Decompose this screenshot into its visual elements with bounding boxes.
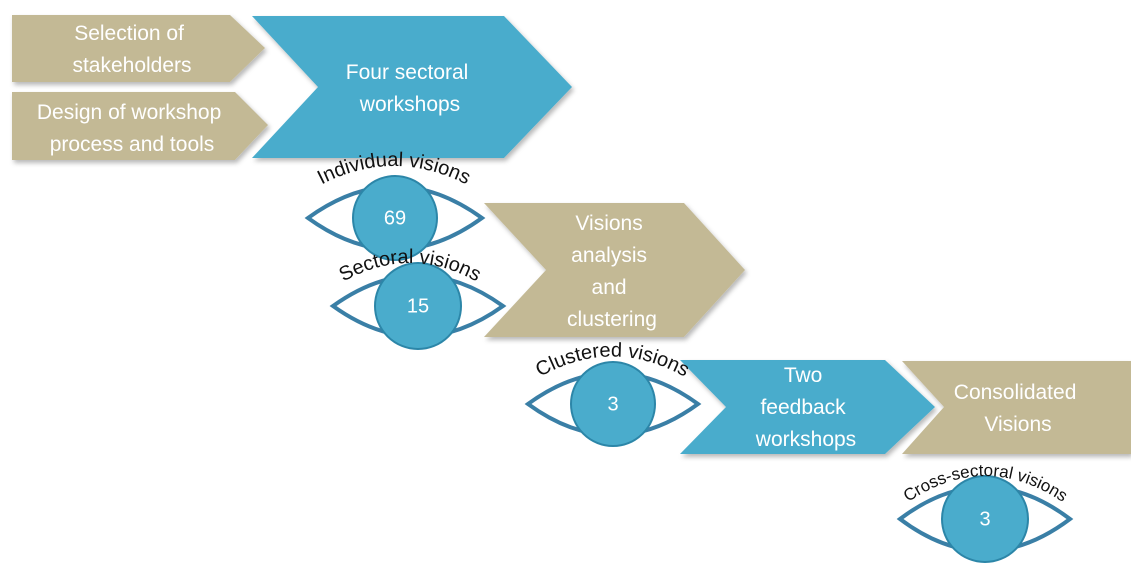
svg-text:Four sectoral workshops: Four sectoral workshops <box>346 61 474 116</box>
step-two-feedback-workshops: Two feedback workshops <box>680 360 935 454</box>
eye-individual-visions: 69 Individual visions <box>304 149 486 261</box>
svg-text:Consolidated Visions: Consolidated Visions <box>954 381 1082 436</box>
eye-value: 3 <box>607 393 618 415</box>
step-selection: Selection of stakeholders <box>12 15 265 82</box>
eye-sectoral-visions: 15 Sectoral visions <box>329 246 507 350</box>
svg-text:Design of workshop proce: Design of workshop process and tools <box>37 101 227 156</box>
eye-value: 69 <box>384 207 406 229</box>
svg-text:Selection of stakeholder: Selection of stakeholders <box>72 22 191 77</box>
svg-text:Two feedback works: Two feedback workshops <box>755 364 856 451</box>
step-design: Design of workshop process and tools <box>12 92 268 160</box>
step-visions-analysis: Visions analysis and clustering <box>484 203 745 337</box>
eye-value: 15 <box>407 295 429 317</box>
eye-clustered-visions: 3 Clustered visions <box>524 339 702 447</box>
eye-cross-sectoral-visions: 3 Cross-sectoral visions <box>896 461 1074 563</box>
step-consolidated-visions: Consolidated Visions <box>902 361 1131 454</box>
step-four-sectoral-workshops: Four sectoral workshops <box>252 16 572 158</box>
svg-text:Visions analysis a: Visions analysis and clustering <box>567 212 657 331</box>
eye-value: 3 <box>979 508 990 530</box>
